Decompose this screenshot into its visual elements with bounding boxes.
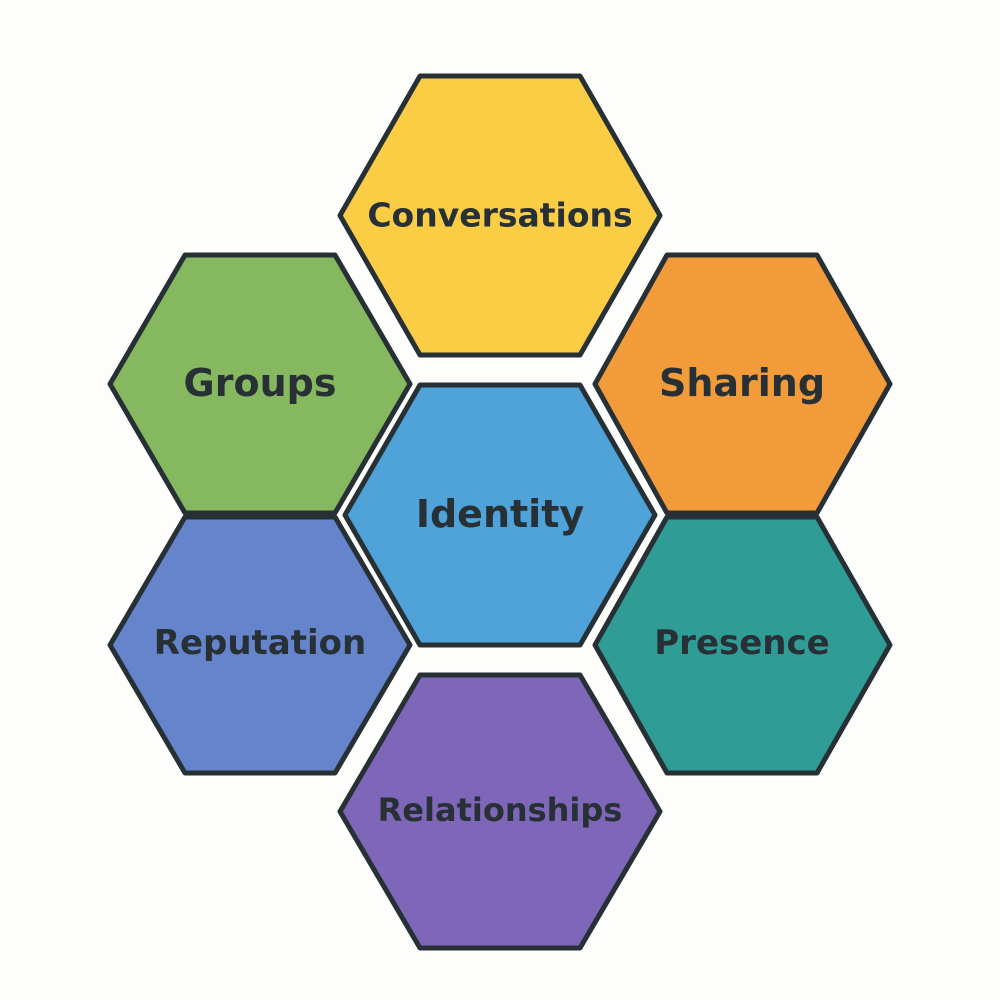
hex-label-conversations: Conversations xyxy=(367,196,632,235)
hexagon-reputation xyxy=(107,514,413,776)
hexagon-identity xyxy=(342,382,658,648)
hex-label-presence: Presence xyxy=(654,623,829,663)
hex-label-reputation: Reputation xyxy=(154,623,366,663)
hex-label-groups: Groups xyxy=(184,361,337,405)
hex-label-relationships: Relationships xyxy=(378,791,623,829)
hexagon-relationships xyxy=(337,672,663,951)
hexagon-conversations xyxy=(337,73,663,358)
hexagon-presence xyxy=(592,514,893,776)
hex-cell-conversations: Conversations xyxy=(337,73,663,358)
hex-cell-groups: Groups xyxy=(107,252,413,516)
hex-cell-presence: Presence xyxy=(592,514,893,776)
hex-cell-reputation: Reputation xyxy=(107,514,413,776)
hex-label-sharing: Sharing xyxy=(659,361,825,405)
hexagon-groups xyxy=(107,252,413,516)
hex-label-identity: Identity xyxy=(416,492,585,536)
hexagon-sharing xyxy=(592,252,893,516)
hex-cell-identity: Identity xyxy=(342,382,658,648)
hex-cell-relationships: Relationships xyxy=(337,672,663,951)
hex-cell-sharing: Sharing xyxy=(592,252,893,516)
